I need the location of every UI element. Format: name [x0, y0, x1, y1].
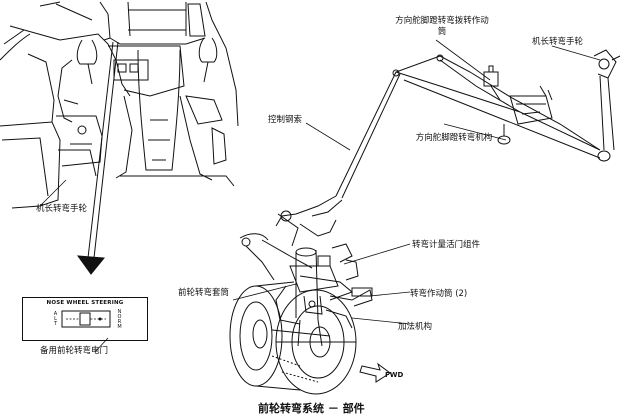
label-captain-tiller-top: 机长转弯手轮: [532, 37, 584, 47]
nose-landing-gear: [229, 195, 373, 395]
label-alternate-nws-switch: 备用前轮转弯电门: [40, 346, 109, 356]
label-rudder-pedal-steering-actuator: 方向舵脚蹬转弯拨转作动筒: [395, 16, 489, 37]
leader-lines: [39, 39, 601, 353]
panel-heading: NOSE WHEEL STEERING: [46, 300, 124, 306]
down-arrow-icon: [76, 255, 105, 275]
label-steering-metering-valve: 转弯计量活门组件: [412, 240, 481, 250]
panel-norm-label: NORM: [117, 309, 122, 330]
control-cable-system: [335, 49, 621, 199]
nose-wheel-steering-panel: NOSE WHEEL STEERING ALT NORM: [22, 297, 148, 341]
label-rudder-pedal-steering-mechanism: 方向舵脚蹬转弯机构: [415, 133, 493, 143]
panel-alt-label: ALT: [53, 311, 58, 327]
cockpit-illustration: [0, 1, 239, 259]
label-summing-mechanism: 加法机构: [398, 322, 433, 332]
label-steering-actuators: 转弯作动筒 (2): [410, 289, 468, 299]
label-captain-tiller-left: 机长转弯手轮: [36, 204, 88, 214]
label-nose-wheel-steering-collar: 前轮转弯套筒: [178, 288, 230, 298]
fwd-label: FWD: [385, 371, 404, 379]
diagram-title: 前轮转弯系统 － 部件: [258, 402, 365, 415]
steering-switch-icon[interactable]: [22, 297, 148, 341]
fwd-arrow-icon: [359, 362, 391, 383]
label-control-cables: 控制钢索: [268, 115, 303, 125]
